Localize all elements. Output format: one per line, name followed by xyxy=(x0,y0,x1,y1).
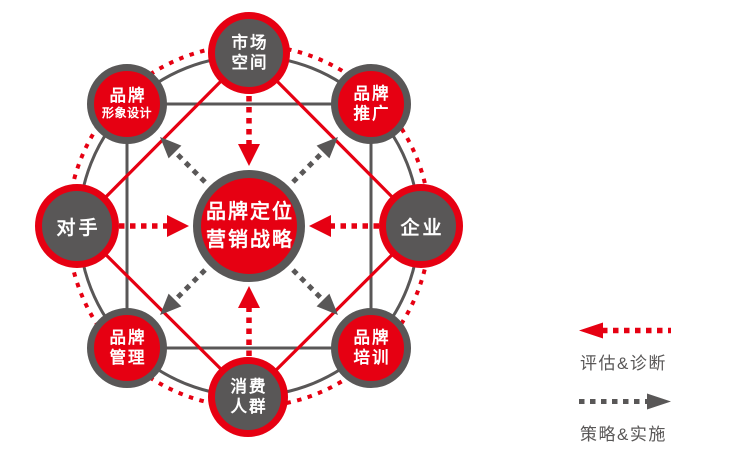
arrow-center-to-bottomleft-dash xyxy=(175,268,207,300)
node-label-line2: 空间 xyxy=(231,54,269,72)
node-market-space: 市场 空间 xyxy=(208,12,290,94)
node-label-line1: 品牌 xyxy=(353,84,391,103)
node-brand-image-design: 品牌 形象设计 xyxy=(87,64,167,144)
node-consumer-group: 消费 人群 xyxy=(208,357,288,437)
arrow-center-to-bottomright-dash xyxy=(291,268,323,300)
node-label-line1: 企业 xyxy=(400,217,445,239)
node-label-line2: 培训 xyxy=(353,349,391,367)
arrowhead-right-icon xyxy=(309,215,331,237)
arrowhead-bottom-icon xyxy=(238,286,260,308)
arrow-center-to-topleft-dash xyxy=(175,152,207,184)
legend-label-evaluation: 评估&诊断 xyxy=(580,354,667,373)
node-label-line1: 品牌 xyxy=(353,328,391,347)
gray-outward-arrowheads xyxy=(160,137,338,315)
node-label-line1: 对手 xyxy=(56,217,101,239)
arrowhead-left-icon xyxy=(167,215,189,237)
legend: 评估&诊断 策略&实施 xyxy=(578,322,698,464)
arrowhead-bottomright-icon xyxy=(316,293,338,315)
node-label-line1: 品牌 xyxy=(109,328,147,347)
arrowhead-topright-icon xyxy=(316,137,338,159)
node-label-line2: 营销战略 xyxy=(206,229,294,251)
arrowhead-top-icon xyxy=(238,144,260,166)
legend-red-dashed-left-arrow-icon xyxy=(579,322,671,339)
arrowhead-bottomleft-icon xyxy=(160,293,182,315)
node-center-brand-positioning: 品牌定位 营销战略 xyxy=(193,170,305,282)
node-brand-promotion: 品牌 推广 xyxy=(331,64,411,144)
node-label-line2: 人群 xyxy=(230,398,268,416)
legend-item-evaluation: 评估&诊断 xyxy=(578,322,698,374)
arrow-center-to-topright-dash xyxy=(291,152,323,184)
node-label-line1: 市场 xyxy=(231,33,269,52)
node-label-line2: 管理 xyxy=(109,349,147,367)
legend-label-strategy: 策略&实施 xyxy=(580,425,667,444)
node-label-line2: 形象设计 xyxy=(101,106,152,121)
arrowhead-topleft-icon xyxy=(160,137,182,159)
node-label-line2: 推广 xyxy=(353,105,391,123)
node-label-line1: 消费 xyxy=(230,377,268,396)
red-inward-arrowheads xyxy=(167,144,331,308)
node-brand-management: 品牌 管理 xyxy=(87,308,167,388)
node-label-line1: 品牌 xyxy=(109,87,147,106)
node-label-line1: 品牌定位 xyxy=(206,201,294,223)
node-enterprise: 企业 xyxy=(379,184,463,268)
red-inward-arrows xyxy=(119,96,379,356)
legend-item-strategy: 策略&实施 xyxy=(578,393,698,445)
node-competitor: 对手 xyxy=(35,184,119,268)
node-brand-training: 品牌 培训 xyxy=(331,308,411,388)
legend-gray-dashed-right-arrow-icon xyxy=(579,393,671,410)
